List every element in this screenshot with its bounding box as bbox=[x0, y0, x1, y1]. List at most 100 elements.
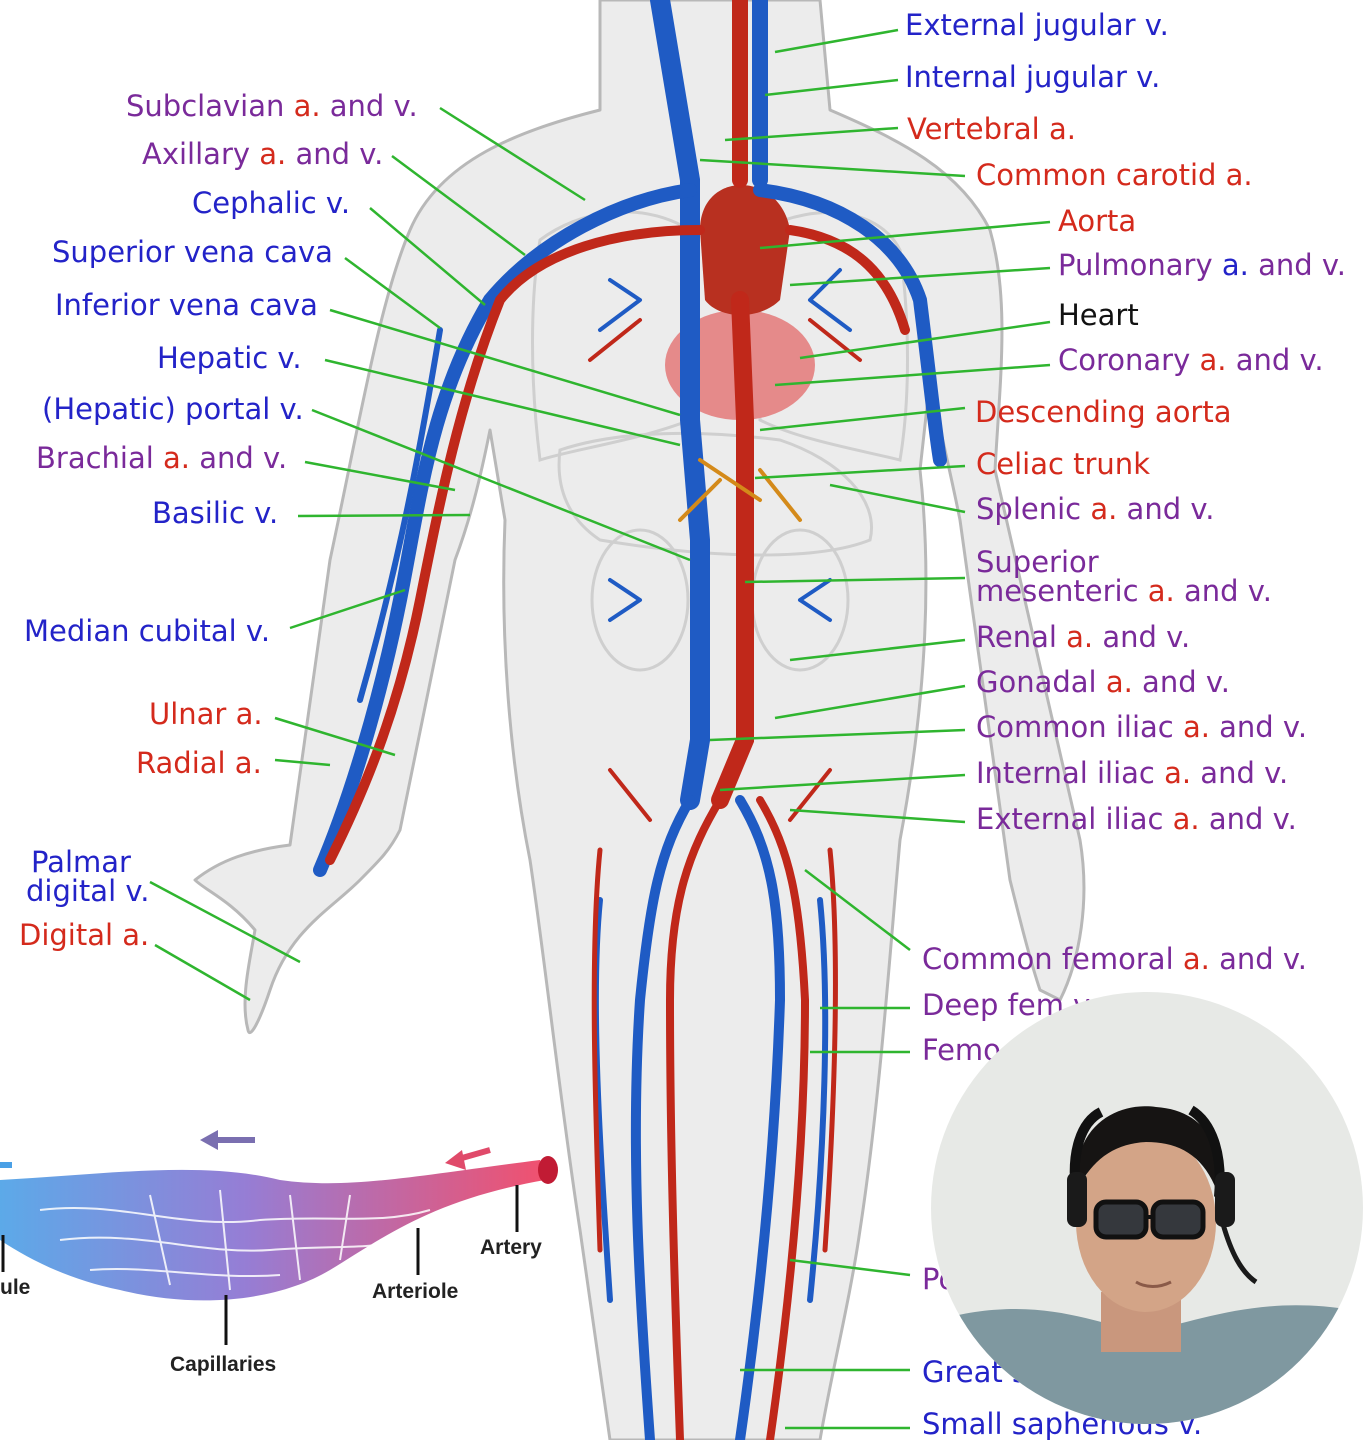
label-axillary-a-and-v: Axillary a. and v. bbox=[142, 140, 383, 169]
label-part: Renal bbox=[976, 620, 1066, 654]
label-part: Inferior vena cava bbox=[55, 288, 318, 322]
label-palmar-line1: Palmar bbox=[31, 848, 131, 877]
label-part: and v. bbox=[1117, 492, 1214, 526]
label-descending-aorta: Descending aorta bbox=[975, 398, 1232, 427]
label-part: Descending aorta bbox=[975, 395, 1232, 429]
label-part: a. bbox=[1164, 756, 1191, 790]
label-median-cubital-v: Median cubital v. bbox=[24, 617, 270, 646]
label-part: Heart bbox=[1058, 298, 1139, 332]
label-part: Radial a. bbox=[136, 746, 262, 780]
label-palmar-digital-line2: digital v. bbox=[26, 877, 149, 906]
label-common-carotid-a: Common carotid a. bbox=[976, 161, 1253, 190]
label-part: Hepatic v. bbox=[157, 341, 302, 375]
label-superior-mesenteric-line2: mesenteric a. and v. bbox=[976, 577, 1272, 606]
label-superior-vena-cava: Superior vena cava bbox=[52, 238, 333, 267]
label-part: and v. bbox=[1093, 620, 1190, 654]
label-part: and v. bbox=[1200, 802, 1297, 836]
label-part: a. bbox=[1183, 710, 1210, 744]
label-celiac-trunk: Celiac trunk bbox=[976, 450, 1150, 479]
label-part: Common femoral bbox=[922, 942, 1183, 976]
label-part: Median cubital v. bbox=[24, 614, 270, 648]
label-part: and v. bbox=[286, 137, 383, 171]
label-heart: Heart bbox=[1058, 301, 1139, 330]
label-part: a. bbox=[1066, 620, 1093, 654]
label-ulnar-a: Ulnar a. bbox=[149, 700, 263, 729]
label-internal-iliac-a-and-v: Internal iliac a. and v. bbox=[976, 759, 1288, 788]
caption-capillaries: Capillaries bbox=[170, 1353, 276, 1377]
label-vertebral-a: Vertebral a. bbox=[907, 115, 1076, 144]
label-part: Digital a. bbox=[19, 918, 149, 952]
label-part: and v. bbox=[190, 441, 287, 475]
label-splenic-a-and-v: Splenic a. and v. bbox=[976, 495, 1214, 524]
label-renal-a-and-v: Renal a. and v. bbox=[976, 623, 1190, 652]
label-part: Brachial bbox=[36, 441, 163, 475]
label-part: Common iliac bbox=[976, 710, 1183, 744]
label-part: Aorta bbox=[1058, 204, 1136, 238]
label-subclavian-a-and-v: Subclavian a. and v. bbox=[126, 92, 418, 121]
label-part: and v. bbox=[1210, 710, 1307, 744]
label-part: and v. bbox=[1226, 343, 1323, 377]
label-part: and v. bbox=[1210, 942, 1307, 976]
label-basilic-v: Basilic v. bbox=[152, 499, 278, 528]
label-part: Subclavian bbox=[126, 89, 294, 123]
label-part: a. bbox=[259, 137, 286, 171]
label-part: Coronary bbox=[1058, 343, 1199, 377]
label-part: and v. bbox=[1133, 665, 1230, 699]
label-part: Internal iliac bbox=[976, 756, 1164, 790]
label-coronary-a-and-v: Coronary a. and v. bbox=[1058, 346, 1324, 375]
label-part: and v. bbox=[321, 89, 418, 123]
label-part: External jugular v. bbox=[905, 8, 1169, 42]
label-part: Celiac trunk bbox=[976, 447, 1150, 481]
label-part: a. bbox=[1183, 942, 1210, 976]
label-hepatic-portal-v: (Hepatic) portal v. bbox=[42, 395, 304, 424]
pointer-line bbox=[298, 515, 470, 516]
label-part: Basilic v. bbox=[152, 496, 278, 530]
caption-venule: ule bbox=[0, 1276, 30, 1300]
webcam-overlay bbox=[931, 992, 1363, 1424]
label-part: Internal jugular v. bbox=[905, 60, 1160, 94]
label-part: Pulmonary bbox=[1058, 248, 1222, 282]
label-part: a. bbox=[1199, 343, 1226, 377]
label-part: Splenic bbox=[976, 492, 1090, 526]
label-part: and v. bbox=[1175, 574, 1272, 608]
label-digital-a: Digital a. bbox=[19, 921, 149, 950]
label-common-iliac-a-and-v: Common iliac a. and v. bbox=[976, 713, 1307, 742]
label-brachial-a-and-v: Brachial a. and v. bbox=[36, 444, 287, 473]
label-common-femoral-a-and-v: Common femoral a. and v. bbox=[922, 945, 1307, 974]
label-cephalic-v: Cephalic v. bbox=[192, 189, 350, 218]
label-superior-mesenteric-line1: Superior bbox=[976, 548, 1099, 577]
capillary-bed bbox=[0, 1130, 558, 1345]
label-part: Ulnar a. bbox=[149, 697, 263, 731]
label-part: Axillary bbox=[142, 137, 259, 171]
label-part: Vertebral a. bbox=[907, 112, 1076, 146]
label-part: a. bbox=[294, 89, 321, 123]
label-part: and v. bbox=[1249, 248, 1346, 282]
label-part: a. bbox=[1173, 802, 1200, 836]
label-inferior-vena-cava: Inferior vena cava bbox=[55, 291, 318, 320]
label-part: a. bbox=[1106, 665, 1133, 699]
label-part: (Hepatic) portal v. bbox=[42, 392, 304, 426]
label-part: Cephalic v. bbox=[192, 186, 350, 220]
label-pulmonary-a-and-v: Pulmonary a. and v. bbox=[1058, 251, 1346, 280]
label-part: Common carotid a. bbox=[976, 158, 1253, 192]
label-part: a. bbox=[1222, 248, 1249, 282]
label-part: and v. bbox=[1191, 756, 1288, 790]
label-part: digital v. bbox=[26, 874, 149, 908]
label-gonadal-a-and-v: Gonadal a. and v. bbox=[976, 668, 1230, 697]
label-external-jugular-v: External jugular v. bbox=[905, 11, 1169, 40]
caption-arteriole: Arteriole bbox=[372, 1280, 458, 1304]
label-part: a. bbox=[1148, 574, 1175, 608]
pointer-line bbox=[155, 945, 250, 1000]
label-part: a. bbox=[1090, 492, 1117, 526]
label-external-iliac-a-and-v: External iliac a. and v. bbox=[976, 805, 1297, 834]
label-part: Deep fem bbox=[922, 988, 1064, 1022]
label-part: Superior vena cava bbox=[52, 235, 333, 269]
label-part: mesenteric bbox=[976, 574, 1148, 608]
label-hepatic-v: Hepatic v. bbox=[157, 344, 302, 373]
label-radial-a: Radial a. bbox=[136, 749, 262, 778]
label-internal-jugular-v: Internal jugular v. bbox=[905, 63, 1160, 92]
caption-artery: Artery bbox=[480, 1236, 542, 1260]
label-part: External iliac bbox=[976, 802, 1173, 836]
label-part: Gonadal bbox=[976, 665, 1106, 699]
